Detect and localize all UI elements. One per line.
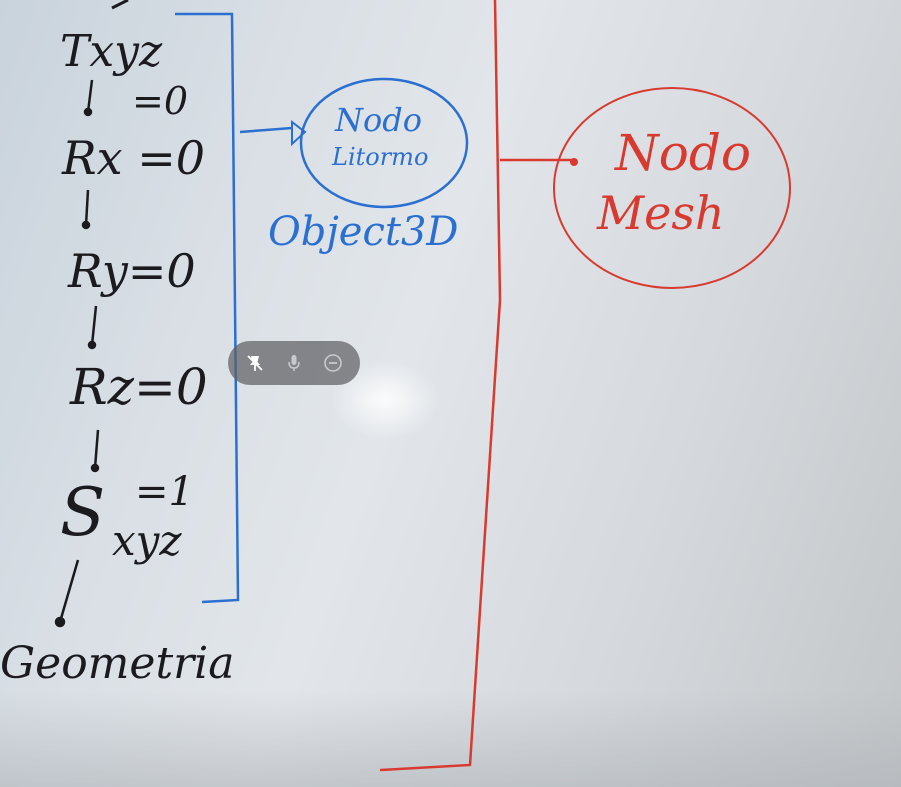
arrow-5 — [58, 559, 80, 623]
label-s: S — [60, 474, 106, 551]
blue-node-caption: Object3D — [268, 209, 459, 255]
blue-node-ellipse — [299, 77, 469, 209]
blue-arrowhead — [291, 119, 307, 147]
label-rx: Rx =0 — [62, 131, 206, 185]
label-txyz-value: =0 — [132, 79, 189, 123]
label-txyz: Txyz — [60, 26, 163, 77]
black-arrows — [54, 79, 100, 628]
red-node-ellipse — [553, 87, 791, 289]
blue-arrow — [239, 126, 293, 134]
arrow-2 — [84, 189, 90, 226]
blue-node-line1: Nodo — [335, 101, 423, 139]
arrow-1 — [86, 79, 94, 113]
microphone-icon[interactable] — [279, 348, 309, 378]
blue-bracket — [175, 12, 240, 604]
red-node-line1: Nodo — [615, 124, 751, 182]
label-rz: Rz=0 — [70, 358, 208, 416]
label-s-value: =1 — [135, 469, 194, 515]
minus-circle-icon[interactable] — [318, 348, 348, 378]
label-ry: Ry=0 — [68, 244, 196, 298]
label-s-sub: xyz — [112, 516, 182, 565]
pin-off-icon[interactable] — [240, 348, 270, 378]
arrow-4 — [93, 429, 100, 469]
blue-node-line2: Litormo — [332, 143, 429, 171]
red-vertical-line — [379, 0, 502, 772]
red-node-line2: Mesh — [597, 186, 725, 240]
stray-stroke — [111, 0, 129, 10]
floating-toolbar — [228, 341, 360, 385]
board-bottom-shadow — [0, 690, 901, 787]
label-geometria: Geometria — [0, 638, 235, 689]
arrow-3 — [90, 305, 98, 346]
